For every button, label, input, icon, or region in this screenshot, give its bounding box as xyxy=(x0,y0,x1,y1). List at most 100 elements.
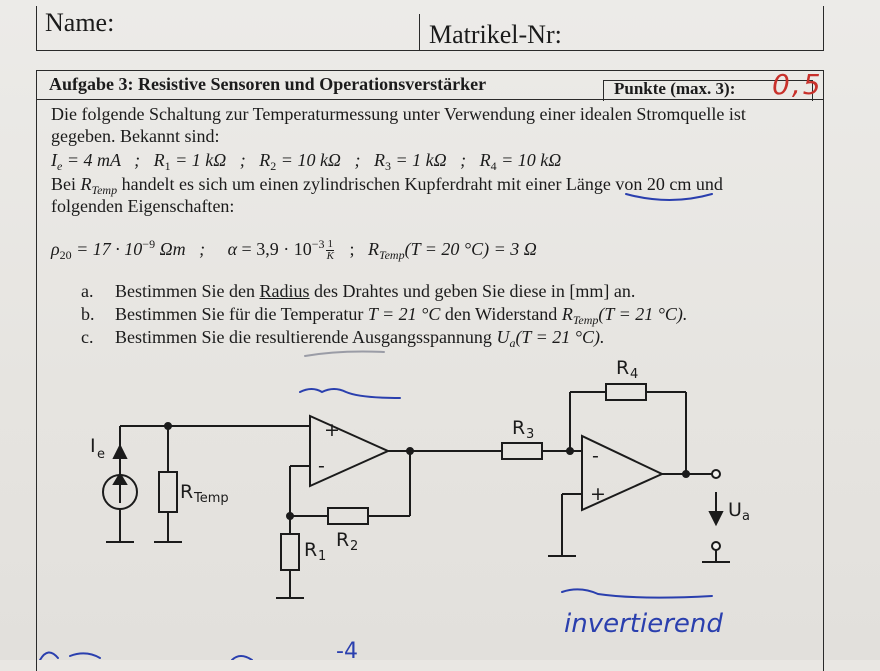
r3-resistor xyxy=(501,442,543,460)
unit-rho: Ωm ; xyxy=(155,239,228,259)
task-header: Aufgabe 3: Resistive Sensoren und Operat… xyxy=(37,71,823,101)
r3-label-sub: 3 xyxy=(526,427,534,442)
val-ie: = 4 mA ; xyxy=(62,150,154,170)
r4-label: R xyxy=(616,357,629,379)
sym-r2: R xyxy=(259,150,271,170)
bottom-scribble-left xyxy=(39,651,101,660)
question-b-sym: R xyxy=(561,304,573,324)
bottom-scribble-mid xyxy=(231,655,253,660)
question-b-label: b. xyxy=(81,304,95,324)
sym-ie: I xyxy=(51,150,57,170)
header-divider xyxy=(419,14,420,50)
opamp-1 xyxy=(309,414,391,488)
handwritten-exponent: -4 xyxy=(336,639,358,660)
rtemp-sub: Temp xyxy=(91,183,118,197)
pencil-mark-top xyxy=(304,350,385,357)
question-a: a. Bestimmen Sie den Radius des Drahtes u… xyxy=(81,281,635,302)
question-c-sym: U xyxy=(496,327,510,347)
ua-label-sub: a xyxy=(742,509,750,524)
rtemp-description-2: folgenden Eigenschaften: xyxy=(51,196,235,216)
op2-plus-sign: + xyxy=(590,483,606,505)
rtemp-sym: R xyxy=(80,174,92,194)
points-box: Punkte (max. 3): xyxy=(603,79,813,101)
rtemp-text-a: Bei xyxy=(51,174,81,194)
question-c-sub: a xyxy=(509,336,516,350)
question-b-post: (T = 21 °C). xyxy=(598,304,688,324)
sym-r1: R xyxy=(153,150,165,170)
node-op1-out xyxy=(406,447,414,455)
task-box: Aufgabe 3: Resistive Sensoren und Operat… xyxy=(36,70,824,671)
sub-r2: 2 xyxy=(270,159,277,173)
question-b-mid: den Widerstand xyxy=(440,304,562,324)
sym-alpha: α xyxy=(227,239,238,259)
circuit-wires xyxy=(102,383,730,599)
node-op2-out xyxy=(682,470,690,478)
ua-label: U xyxy=(728,499,742,521)
handwritten-strokes xyxy=(39,193,713,660)
question-b-pre: Bestimmen Sie für die Temperatur xyxy=(115,304,368,324)
question-a-underlined: Radius xyxy=(259,281,310,301)
op1-minus-sign: - xyxy=(318,455,325,477)
exp-rho: −9 xyxy=(142,237,156,251)
val-alpha: = 3,9 · 10 xyxy=(237,239,312,259)
source-label: I xyxy=(90,435,96,457)
rtemp-label: R xyxy=(180,481,193,503)
question-a-label: a. xyxy=(81,281,94,301)
val-r4: = 10 kΩ xyxy=(496,150,562,170)
wave-mark-op2 xyxy=(561,588,713,599)
sym-rho: ρ xyxy=(51,239,60,259)
question-a-pre: Bestimmen Sie den xyxy=(115,281,260,301)
intro-line-2: gegeben. Bekannt sind: xyxy=(51,126,220,146)
points-label: Punkte (max. 3): xyxy=(614,79,736,98)
rtemp-resistor xyxy=(158,471,178,513)
frac-num: 1 xyxy=(326,238,334,252)
r4-label-sub: 4 xyxy=(630,367,638,382)
r1-resistor xyxy=(280,533,300,571)
rtemp-label-sub: Temp xyxy=(193,491,229,506)
question-b-math: T = 21 °C xyxy=(367,304,441,324)
sym-rt: R xyxy=(368,239,379,259)
header-fields: Name: Matrikel-Nr: xyxy=(36,6,824,51)
val-r2: = 10 kΩ ; xyxy=(276,150,374,170)
op2-minus-sign: - xyxy=(592,445,599,467)
r2-label-sub: 2 xyxy=(350,539,358,554)
question-b-sub: Temp xyxy=(572,313,599,327)
matrikel-label: Matrikel-Nr: xyxy=(429,20,562,49)
sub-r3: 3 xyxy=(384,159,391,173)
handwritten-note: invertierend xyxy=(564,609,723,639)
val-rt: (T = 20 °C) = 3 Ω xyxy=(404,239,537,259)
r2-resistor xyxy=(327,507,369,525)
task-title: Aufgabe 3: Resistive Sensoren und Operat… xyxy=(49,74,487,94)
current-direction-arrow xyxy=(112,443,128,459)
val-r1: = 1 kΩ ; xyxy=(170,150,260,170)
current-source-arrow-head xyxy=(112,472,128,485)
op1-plus-sign: + xyxy=(324,419,340,441)
r3-label: R xyxy=(512,417,525,439)
name-label: Name: xyxy=(45,8,115,37)
intro-line-1: Die folgende Schaltung zur Temperaturmes… xyxy=(51,104,746,124)
source-label-sub: e xyxy=(97,447,105,462)
question-b: b. Bestimmen Sie für die Temperatur T = 2… xyxy=(81,304,687,328)
question-c-pre: Bestimmen Sie die resultierende Ausgangs… xyxy=(115,327,497,347)
question-c: c. Bestimmen Sie die resultierende Ausgan… xyxy=(81,327,604,351)
wave-mark-op1 xyxy=(299,388,401,399)
r1-label: R xyxy=(304,539,317,561)
ua-arrow-head xyxy=(708,511,724,527)
opamp-2 xyxy=(581,434,665,512)
sub-r1: 1 xyxy=(164,159,171,173)
question-c-label: c. xyxy=(81,327,94,347)
r2-label: R xyxy=(336,529,349,551)
sub-ie: e xyxy=(57,159,63,173)
question-a-post: des Drahtes und geben Sie diese in [mm] … xyxy=(309,281,636,301)
underline-laenge xyxy=(625,193,713,201)
sym-r3: R xyxy=(373,150,385,170)
question-c-post: (T = 21 °C). xyxy=(515,327,605,347)
val-rho: = 17 · 10 xyxy=(71,239,143,259)
rtemp-description-1: Bei RTemp handelt es sich um einen zylin… xyxy=(51,173,723,201)
sym-r4: R xyxy=(479,150,491,170)
handwritten-score: 0,5 xyxy=(772,68,823,101)
